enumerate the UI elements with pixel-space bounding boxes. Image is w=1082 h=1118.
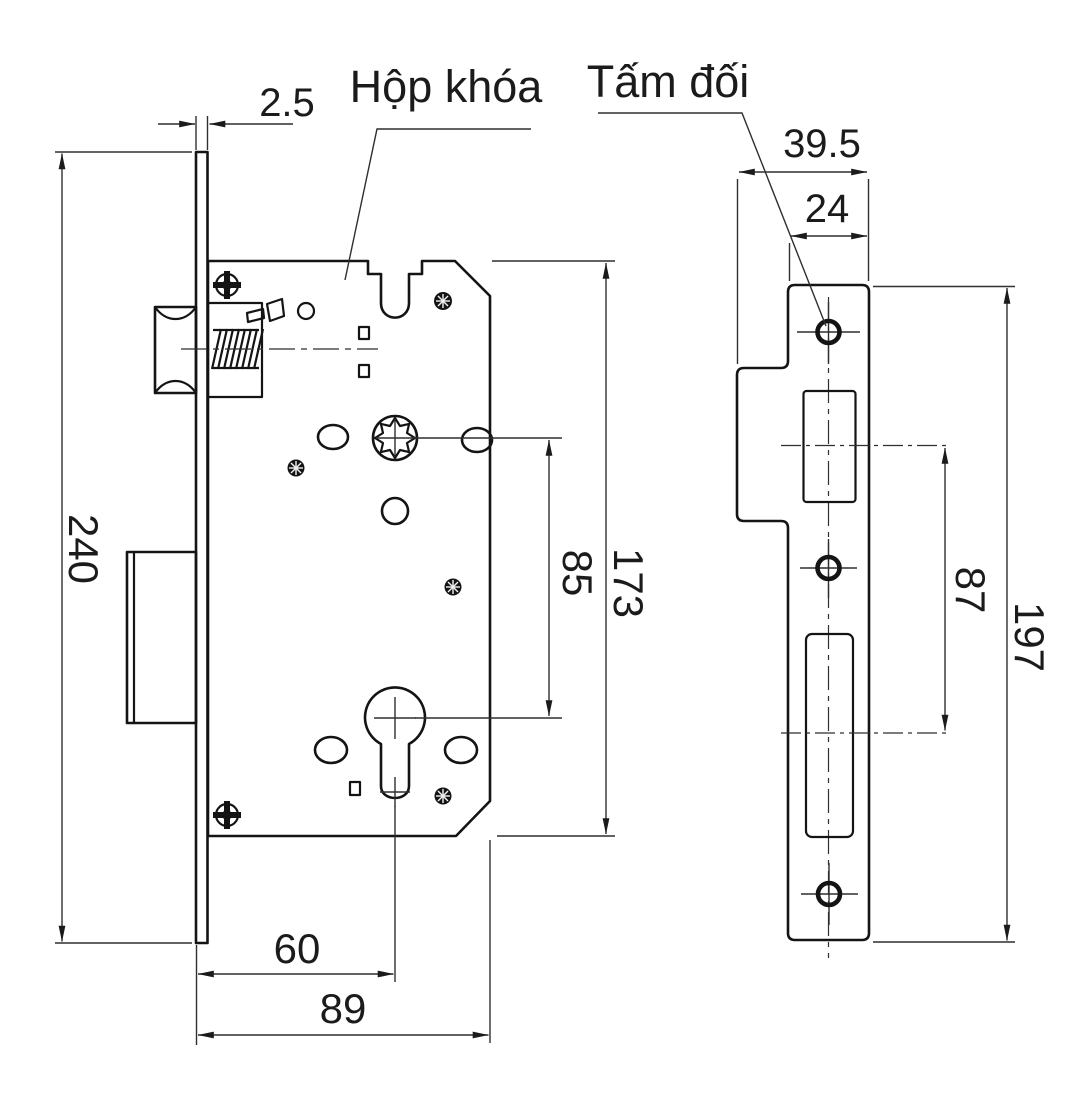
dim-text-87: 87: [947, 567, 994, 614]
spindle-hub: [371, 414, 419, 462]
lock-body-label-text: Hộp khóa: [350, 61, 544, 112]
dim-text-89: 89: [320, 985, 367, 1032]
dimension-strike-plate-width: 24: [788, 187, 868, 281]
strike-deadbolt-slot: [804, 632, 855, 839]
dimension-strike-overall-width: 39.5: [736, 122, 870, 364]
lock-body-view: [125, 116, 494, 945]
strike-plate-label-text: Tấm đối: [587, 56, 750, 107]
knurled-screw-2: [287, 459, 305, 477]
dim-text-2-5: 2.5: [259, 81, 315, 125]
dimension-backset: 60: [195, 806, 396, 1045]
internal-parts: [245, 297, 316, 324]
strike-plate-outline: [735, 283, 871, 942]
round-hole: [380, 496, 410, 526]
latch-bolt: [153, 305, 198, 395]
oval-holes: [313, 423, 494, 765]
strike-screw-hole-bottom: [801, 863, 858, 925]
screw-marker-bottom-left: [213, 801, 241, 829]
dim-text-85: 85: [554, 550, 601, 597]
square-holes: [348, 325, 371, 797]
label-lock-body: Hộp khóa: [344, 61, 544, 281]
dimension-strike-plate-height: 197: [873, 285, 1053, 943]
dimension-faceplate-thickness: 2.5: [158, 81, 315, 128]
strike-plate-view: [735, 283, 949, 958]
faceplate: [194, 116, 209, 945]
strike-screw-hole-top: [797, 302, 860, 364]
dimension-strike-slot-spacing: 87: [941, 447, 994, 731]
dim-text-60: 60: [274, 925, 321, 972]
dimension-hub-to-cylinder: 85: [412, 437, 601, 719]
screw-marker-top-left: [213, 271, 241, 299]
dimension-body-height: 173: [492, 260, 652, 837]
latch-spring: [181, 301, 378, 399]
dim-text-197: 197: [1006, 602, 1053, 672]
knurled-screw-3: [444, 578, 462, 596]
knurled-screw-4: [434, 787, 452, 805]
knurled-screw-1: [434, 292, 452, 310]
strike-latch-slot: [802, 389, 857, 504]
dim-text-39-5: 39.5: [783, 122, 861, 166]
cylinder-hole: [363, 686, 427, 807]
dimension-faceplate-height: 240: [55, 151, 192, 944]
deadbolt: [125, 550, 198, 725]
dimension-body-depth: 89: [197, 840, 491, 1043]
dim-text-240: 240: [60, 514, 107, 584]
dim-text-173: 173: [605, 548, 652, 618]
dim-text-24: 24: [805, 187, 850, 231]
label-strike-plate: Tấm đối: [587, 56, 827, 327]
strike-screw-hole-middle: [800, 539, 857, 598]
lock-case-outline: [206, 259, 492, 838]
